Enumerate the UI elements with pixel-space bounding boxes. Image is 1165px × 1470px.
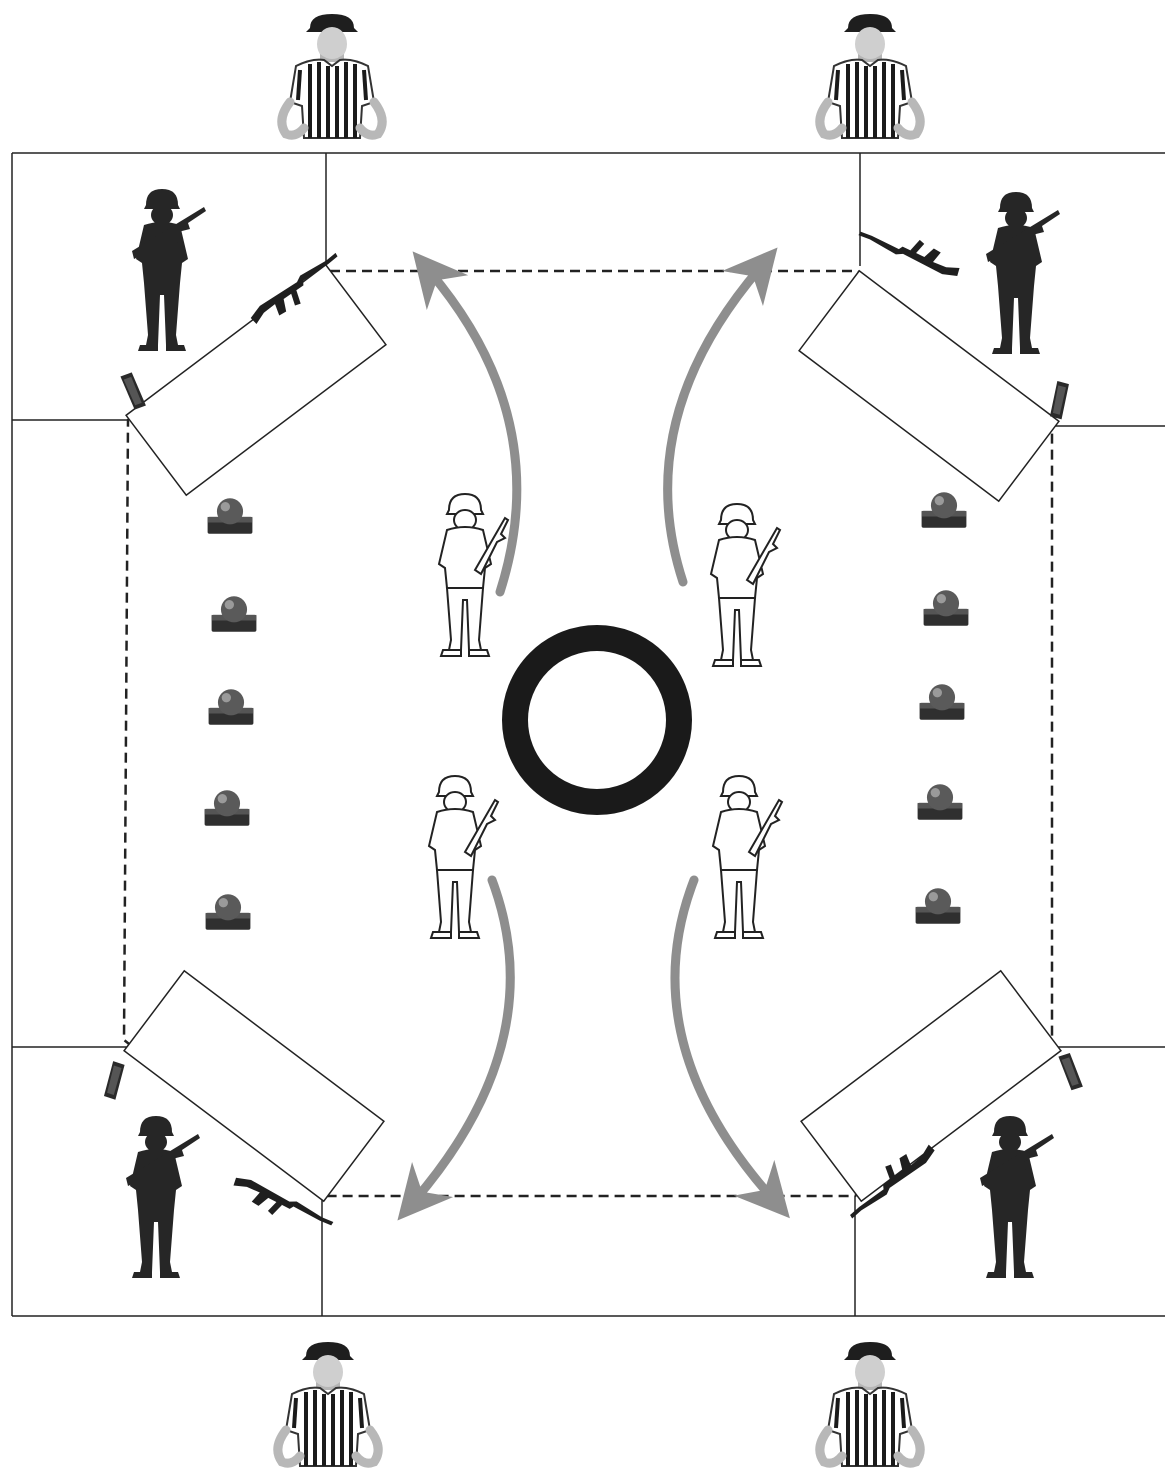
movement-arrows — [415, 268, 772, 1200]
magazine-icon — [1058, 1052, 1082, 1091]
barricades — [124, 265, 1061, 1201]
magazine-icon — [1048, 381, 1071, 419]
target-icon — [918, 784, 963, 819]
target-icon — [924, 590, 969, 625]
soldier-outline-icon — [439, 494, 508, 656]
magazine-icon — [120, 372, 145, 411]
soldier-icon — [132, 189, 206, 351]
magazine-icon — [102, 1061, 126, 1100]
soldier-icon — [126, 1116, 200, 1278]
center-ring-icon — [515, 638, 679, 802]
soldier-outline-icon — [429, 776, 498, 938]
soldier-icon — [980, 1116, 1054, 1278]
target-icon — [209, 689, 254, 724]
target-icon — [916, 888, 961, 923]
referee-icon — [282, 14, 382, 138]
referee-icon — [278, 1342, 378, 1466]
rifle-icon — [858, 212, 963, 288]
soldier-icon — [986, 192, 1060, 354]
target-icon — [206, 894, 251, 929]
target-icon — [212, 596, 257, 631]
referee-icon — [820, 14, 920, 138]
referee-icon — [820, 1342, 920, 1466]
target-icon — [920, 684, 965, 719]
target-icon — [922, 492, 967, 527]
soldier-outline-icon — [713, 776, 782, 938]
target-icon — [205, 790, 250, 825]
soldier-outline-icon — [711, 504, 780, 666]
target-icon — [208, 498, 253, 533]
field-lines — [12, 153, 1165, 1316]
